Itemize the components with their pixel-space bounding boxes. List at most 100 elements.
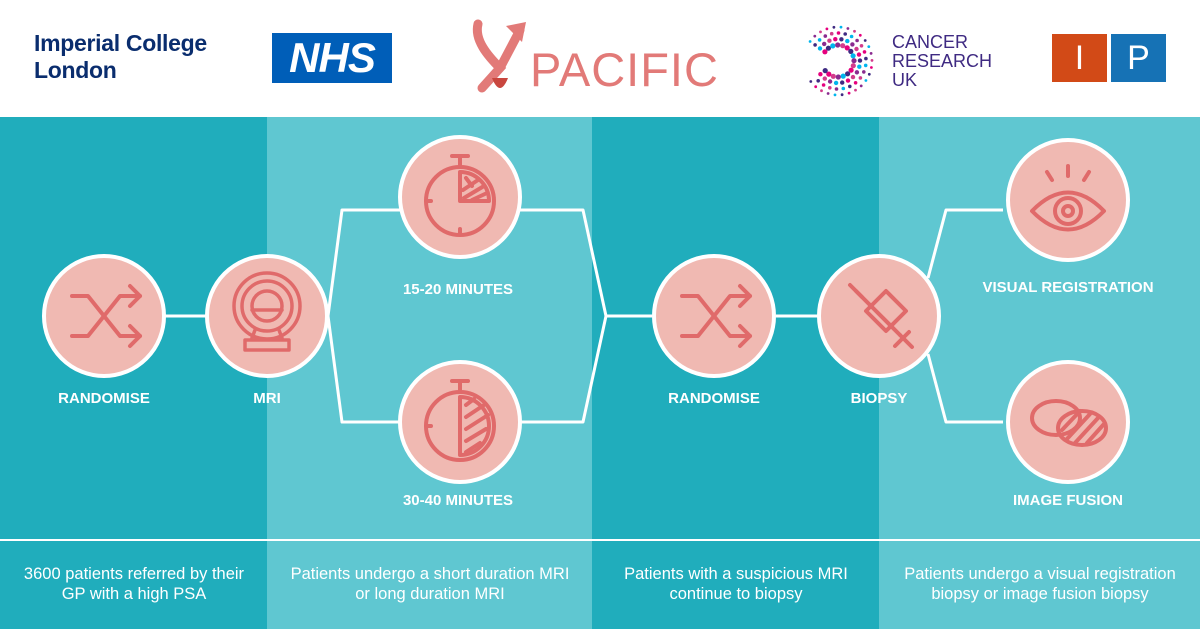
logo-dot bbox=[840, 80, 845, 85]
connector-long-to-randomise bbox=[520, 315, 608, 424]
logo-dot bbox=[839, 25, 843, 29]
shuffle-icon bbox=[70, 284, 142, 348]
cancer-research-wordmark: CANCER RESEARCH UK bbox=[892, 33, 992, 90]
randomise-label-1: RANDOMISE bbox=[58, 390, 150, 407]
cru-line-3: UK bbox=[892, 70, 918, 90]
logo-dot bbox=[829, 31, 834, 36]
caption-divider bbox=[0, 539, 1200, 541]
short-mri-label: 15-20 MINUTES bbox=[402, 281, 514, 298]
randomise-node-1 bbox=[42, 254, 166, 378]
logo-dot bbox=[850, 42, 855, 47]
logo-dot bbox=[827, 79, 833, 84]
logo-dot bbox=[845, 71, 851, 77]
ip-logo-left: I bbox=[1052, 34, 1107, 82]
stage-2-caption: Patients undergo a short duration MRI or… bbox=[290, 565, 570, 603]
long-mri-label: 30-40 MINUTES bbox=[402, 492, 514, 509]
logo-dot bbox=[832, 25, 836, 29]
cru-line-2: RESEARCH bbox=[892, 51, 993, 71]
biopsy-needle-icon bbox=[848, 283, 914, 349]
logo-dot bbox=[857, 58, 863, 63]
logo-dot bbox=[819, 30, 822, 34]
logo-dot bbox=[859, 44, 864, 48]
logo-dot bbox=[813, 34, 817, 38]
logo-dot bbox=[853, 81, 858, 85]
logo-dot bbox=[846, 27, 850, 30]
logo-dot bbox=[814, 85, 818, 89]
logo-dot bbox=[833, 37, 838, 42]
stage-panel-1 bbox=[0, 117, 267, 629]
logo-dot bbox=[822, 49, 828, 55]
logo-dot bbox=[830, 73, 836, 79]
logo-dot bbox=[850, 74, 856, 80]
logo-dot bbox=[836, 31, 841, 35]
logo-dot bbox=[844, 45, 850, 51]
shuffle-icon bbox=[680, 284, 752, 348]
stage-4-caption: Patients undergo a visual registration b… bbox=[904, 565, 1176, 603]
logo-dot bbox=[840, 93, 844, 97]
eye-icon bbox=[1030, 164, 1106, 232]
logo-dot bbox=[826, 71, 832, 77]
logo-dot bbox=[857, 64, 862, 69]
pacific-ribbon-icon bbox=[472, 19, 526, 93]
nhs-logo: NHS bbox=[272, 33, 392, 83]
logo-dot bbox=[845, 78, 851, 83]
logo-dot bbox=[854, 88, 857, 92]
stage-3-caption: Patients with a suspicious MRI continue … bbox=[624, 565, 848, 603]
logo-dot bbox=[867, 45, 871, 48]
logo-dot bbox=[850, 63, 856, 69]
biopsy-label: BIOPSY bbox=[850, 390, 908, 407]
long-mri-node bbox=[398, 360, 522, 484]
short-mri-node bbox=[398, 135, 522, 259]
pacific-wordmark: PACIFIC bbox=[530, 43, 719, 96]
logo-dot bbox=[853, 29, 856, 33]
logo-dot bbox=[864, 79, 868, 82]
logo-dot bbox=[856, 52, 862, 57]
logo-dot bbox=[847, 91, 851, 95]
logo-dot bbox=[854, 46, 859, 52]
logo-dot bbox=[859, 84, 863, 88]
randomise-label-2: RANDOMISE bbox=[668, 390, 760, 407]
logo-dot bbox=[841, 86, 846, 91]
logo-dot bbox=[840, 43, 846, 49]
logo-dot bbox=[840, 73, 846, 79]
randomise-node-2 bbox=[652, 254, 776, 378]
mri-label: MRI bbox=[253, 390, 281, 407]
connector-biopsy-to-visual bbox=[926, 208, 1003, 279]
imperial-line-1: Imperial College bbox=[34, 30, 207, 56]
connector-lines bbox=[165, 208, 1003, 424]
image-fusion-label: IMAGE FUSION bbox=[1012, 492, 1123, 509]
logo-dot bbox=[821, 83, 826, 87]
logo-dot bbox=[828, 86, 832, 90]
logo-dot bbox=[825, 27, 829, 31]
logo-dot bbox=[855, 38, 859, 43]
stage-1-caption: 3600 patients referred by their GP with … bbox=[23, 565, 245, 603]
logo-dot bbox=[848, 67, 854, 73]
logo-dot bbox=[817, 38, 822, 42]
stopwatch-quarter-icon bbox=[424, 154, 496, 237]
logo-dot bbox=[870, 66, 873, 69]
logo-dot bbox=[822, 41, 827, 47]
mri-node bbox=[205, 254, 329, 378]
logo-dot bbox=[862, 50, 867, 54]
logo-dot bbox=[826, 92, 830, 95]
logo-dot bbox=[835, 74, 841, 80]
logo-dot bbox=[822, 68, 828, 74]
stopwatch-half-icon bbox=[424, 379, 496, 462]
logo-dot bbox=[867, 72, 871, 76]
logo-dot bbox=[818, 72, 823, 77]
logo-dot bbox=[808, 40, 812, 43]
visual-registration-label: VISUAL REGISTRATION bbox=[982, 279, 1154, 296]
logo-dot bbox=[809, 80, 813, 83]
logo-dot bbox=[848, 48, 854, 54]
biopsy-node bbox=[817, 254, 941, 378]
logo-dot bbox=[822, 76, 827, 81]
cru-line-1: CANCER bbox=[892, 32, 969, 52]
logo-dot bbox=[869, 52, 873, 55]
logo-dot bbox=[833, 93, 837, 97]
logo-dot bbox=[816, 79, 820, 83]
logo-dot bbox=[862, 70, 866, 74]
connector-mri-to-short bbox=[326, 208, 400, 317]
logo-dot bbox=[864, 56, 868, 61]
logo-dot bbox=[851, 58, 857, 64]
